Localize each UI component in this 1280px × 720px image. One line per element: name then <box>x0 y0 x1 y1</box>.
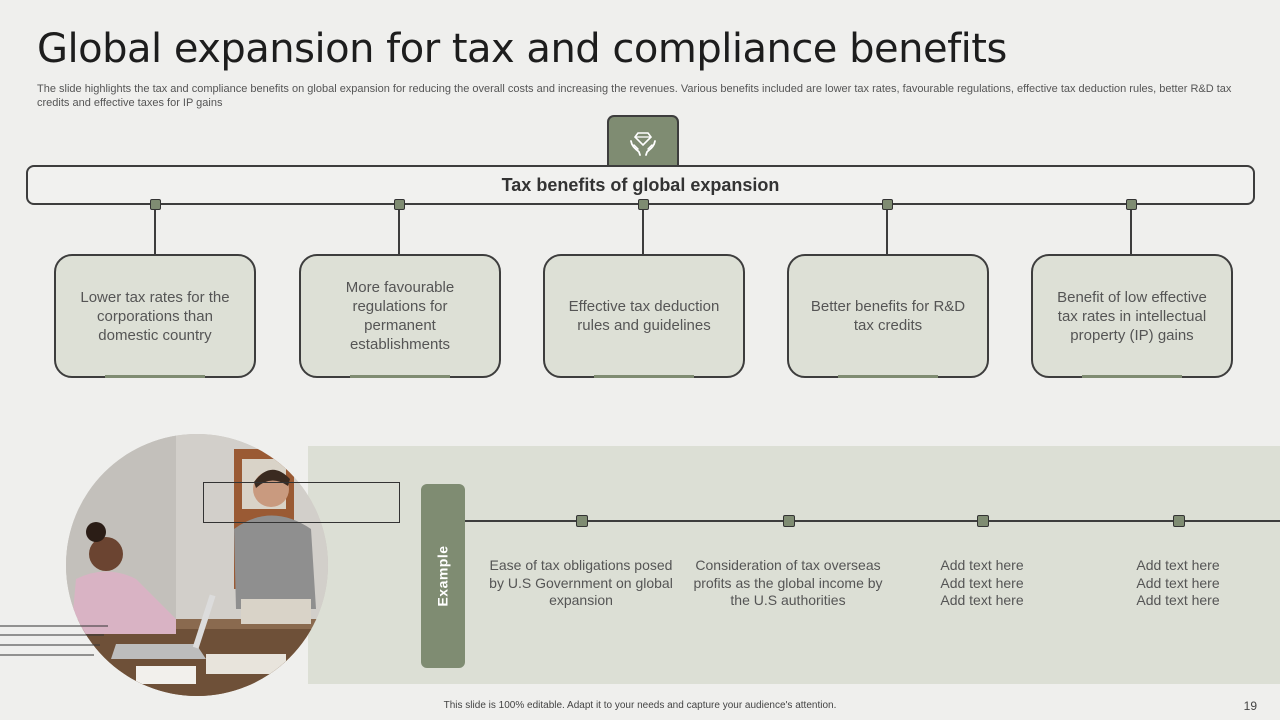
example-label-tab: Example <box>421 484 465 668</box>
benefit-card-text: Lower tax rates for the corporations tha… <box>80 288 230 344</box>
card-accent-line <box>838 375 938 378</box>
benefit-card-text: Better benefits for R&D tax credits <box>810 298 966 334</box>
connector-line <box>154 204 156 254</box>
benefit-card-rd-tax-credits: Better benefits for R&D tax credits <box>787 254 989 378</box>
timeline-dot <box>1173 515 1185 527</box>
example-band <box>308 446 1280 684</box>
connector-line <box>398 204 400 254</box>
timeline-dot <box>977 515 989 527</box>
connector-dot <box>638 199 649 210</box>
benefit-card-text: Benefit of low effective tax rates in in… <box>1057 288 1207 344</box>
example-item-text: Add text here Add text here Add text her… <box>1136 557 1220 608</box>
benefit-card-favourable-regulations: More favourable regulations for permanen… <box>299 254 501 378</box>
benefit-card-lower-tax-rates: Lower tax rates for the corporations tha… <box>54 254 256 378</box>
card-accent-line <box>1082 375 1182 378</box>
benefit-card-text: More favourable regulations for permanen… <box>345 279 455 353</box>
hands-holding-diamond-icon <box>630 131 656 156</box>
benefit-card-text: Effective tax deduction rules and guidel… <box>568 298 720 334</box>
timeline-dot <box>576 515 588 527</box>
benefit-card-deduction-rules: Effective tax deduction rules and guidel… <box>543 254 745 378</box>
main-bar-label: Tax benefits of global expansion <box>501 174 780 195</box>
connector-line <box>642 204 644 254</box>
connector-dot <box>1126 199 1137 210</box>
page-number: 19 <box>1243 699 1257 713</box>
card-accent-line <box>105 375 205 378</box>
card-accent-line <box>594 375 694 378</box>
slide-subtitle: The slide highlights the tax and complia… <box>37 83 1232 109</box>
connector-dot <box>394 199 405 210</box>
header-icon-tab <box>607 115 679 166</box>
connector-dot <box>150 199 161 210</box>
decorative-rectangle-outline <box>203 482 400 523</box>
example-item-text: Consideration of tax overseas profits as… <box>693 557 883 608</box>
benefit-card-ip-gains: Benefit of low effective tax rates in in… <box>1031 254 1233 378</box>
example-item-text: Add text here Add text here Add text her… <box>940 557 1024 608</box>
slide-footer: This slide is 100% editable. Adapt it to… <box>443 700 837 711</box>
connector-line <box>886 204 888 254</box>
timeline-dot <box>783 515 795 527</box>
card-accent-line <box>350 375 450 378</box>
main-benefits-bar: Tax benefits of global expansion <box>26 165 1255 205</box>
connector-line <box>1130 204 1132 254</box>
decorative-lines <box>0 625 108 656</box>
connector-dot <box>882 199 893 210</box>
example-timeline <box>465 520 1280 522</box>
example-item-text: Ease of tax obligations posed by U.S Gov… <box>489 557 673 608</box>
slide-title: Global expansion for tax and compliance … <box>37 26 1007 72</box>
example-label: Example <box>435 545 451 607</box>
